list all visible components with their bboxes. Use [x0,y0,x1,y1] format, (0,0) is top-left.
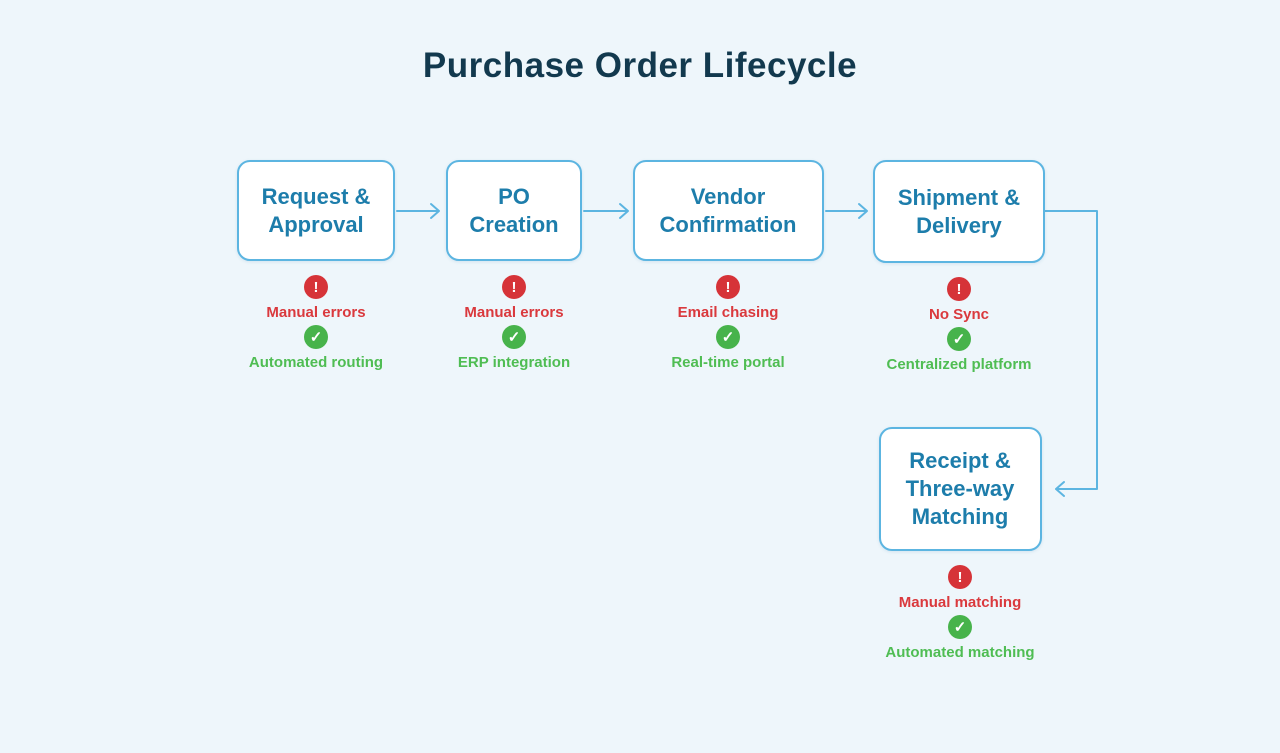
win-badge: ✓ Centralized platform [886,327,1032,373]
check-icon: ✓ [502,325,526,349]
pain-badge: ! No Sync [929,277,989,323]
check-icon: ✓ [715,325,740,349]
win-label: Automated routing [248,354,384,371]
stage-shipment-delivery: Shipment & Delivery ! No Sync ✓ Centrali… [859,160,1059,373]
alert-icon: ! [303,275,328,299]
stage-vendor-confirmation: Vendor Confirmation ! Email chasing ✓ Re… [628,160,828,371]
pain-label: Email chasing [677,304,779,321]
flow-node-receipt-matching: Receipt & Three-way Matching [878,427,1042,551]
pain-badge: ! Manual errors [464,275,564,321]
flow-node-label: Vendor Confirmation [659,183,797,237]
pain-badge: ! Email chasing [677,275,779,321]
pain-badge: ! Manual matching [898,565,1022,611]
flow-node-label: PO Creation [469,183,559,237]
win-label: Real-time portal [671,354,785,371]
win-label: Centralized platform [886,356,1032,373]
flow-node-vendor-confirmation: Vendor Confirmation [632,160,824,261]
alert-icon: ! [716,275,740,299]
pain-label: Manual errors [464,304,564,321]
flow-node-shipment-delivery: Shipment & Delivery [873,160,1045,263]
pain-label: Manual matching [898,594,1022,611]
flow-node-label: Shipment & Delivery [897,184,1021,238]
pain-badge: ! Manual errors [266,275,366,321]
alert-icon: ! [947,565,972,589]
flow-node-request-approval: Request & Approval [237,160,395,261]
alert-icon: ! [946,277,971,301]
win-label: Automated matching [885,644,1035,661]
win-badge: ✓ ERP integration [458,325,570,371]
check-icon: ✓ [304,325,328,349]
win-badge: ✓ Real-time portal [671,325,785,371]
flow-node-po-creation: PO Creation [446,160,582,261]
stage-po-creation: PO Creation ! Manual errors ✓ ERP integr… [414,160,614,371]
check-icon: ✓ [947,327,971,351]
flow-node-label: Request & Approval [261,183,371,237]
pain-label: No Sync [928,306,989,323]
win-badge: ✓ Automated matching [885,615,1035,661]
win-label: ERP integration [457,354,571,371]
stage-request-approval: Request & Approval ! Manual errors ✓ Aut… [216,160,416,371]
stage-receipt-matching: Receipt & Three-way Matching ! Manual ma… [860,427,1060,661]
flow-node-label: Receipt & Three-way Matching [905,448,1015,529]
page-title: Purchase Order Lifecycle [422,46,858,85]
alert-icon: ! [501,275,526,299]
win-badge: ✓ Automated routing [249,325,383,371]
check-icon: ✓ [948,615,972,639]
pain-label: Manual errors [266,304,366,321]
